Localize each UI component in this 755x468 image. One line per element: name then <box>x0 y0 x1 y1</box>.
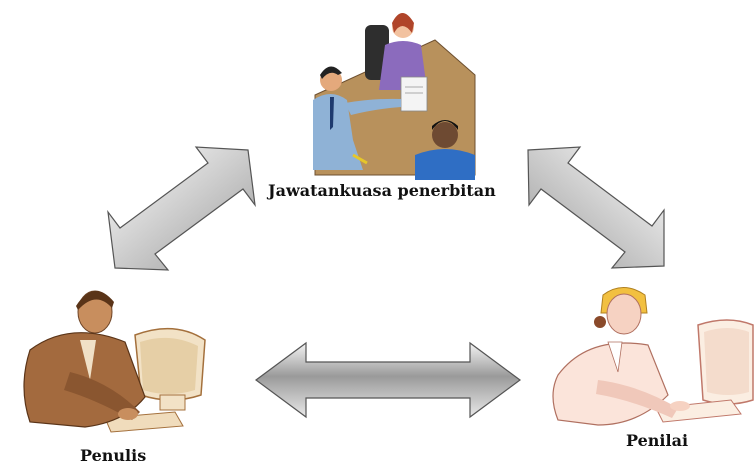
reviewer-at-computer-illustration <box>552 287 754 426</box>
committee-node: Jawatankuasa penerbitan <box>268 5 496 200</box>
reviewer-label: Penilai <box>626 431 689 450</box>
writer-label: Penulis <box>80 446 147 465</box>
arrow-writer-reviewer <box>254 341 522 419</box>
writer-node: Penulis <box>10 280 210 465</box>
reviewer-node: Penilai <box>548 280 755 455</box>
committee-label: Jawatankuasa penerbitan <box>268 181 496 200</box>
writer-at-computer-illustration <box>23 290 206 433</box>
arrow-writer-committee <box>107 146 256 271</box>
committee-meeting-illustration <box>313 13 476 180</box>
arrow-committee-reviewer <box>527 146 665 269</box>
